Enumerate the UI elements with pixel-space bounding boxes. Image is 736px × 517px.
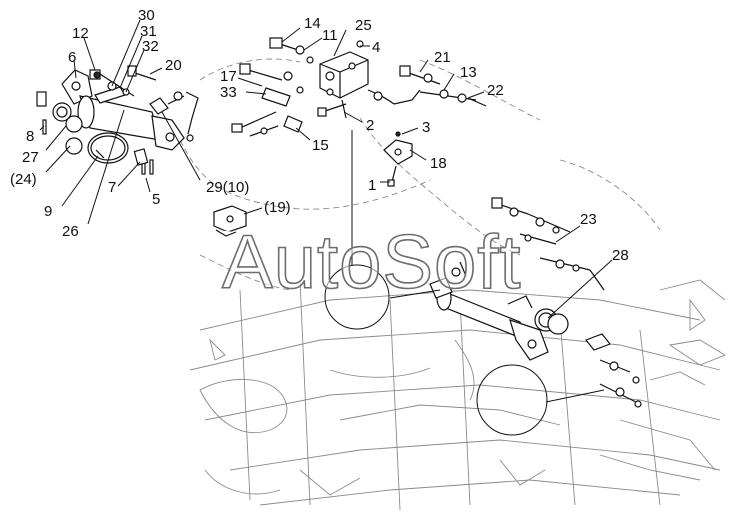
callout-17: 17 xyxy=(220,68,237,85)
callout-4: 4 xyxy=(372,39,380,56)
callout-9: 9 xyxy=(44,203,52,220)
callout-29-10: 29(10) xyxy=(206,179,249,196)
callout-25: 25 xyxy=(355,17,372,34)
callout-27: 27 xyxy=(22,149,39,166)
leader-lines xyxy=(39,19,613,319)
callout-22: 22 xyxy=(487,82,504,99)
distribution-block xyxy=(213,37,487,237)
callout-13: 13 xyxy=(460,64,477,81)
callout-33: 33 xyxy=(220,84,237,101)
chassis-frame xyxy=(189,279,727,511)
callout-21: 21 xyxy=(434,49,451,66)
hydraulic-cylinder-left xyxy=(36,65,199,175)
callout-20: 20 xyxy=(165,57,182,74)
callout-1: 1 xyxy=(368,177,376,194)
callout-15: 15 xyxy=(312,137,329,154)
callout-12: 12 xyxy=(72,25,89,42)
callout-8: 8 xyxy=(26,128,34,145)
hose-routes xyxy=(179,58,661,291)
callout-2: 2 xyxy=(366,117,374,134)
callout-labels: 12 30 31 32 6 20 14 11 25 4 17 33 21 13 … xyxy=(10,7,629,264)
callout-11: 11 xyxy=(322,27,338,44)
callout-28: 28 xyxy=(612,247,629,264)
hydraulic-cylinder-right xyxy=(429,197,642,408)
callout-6: 6 xyxy=(68,49,76,66)
watermark-text: AutoSoft xyxy=(222,220,522,305)
callout-31: 31 xyxy=(140,23,157,40)
callout-19: (19) xyxy=(264,199,291,216)
callout-30: 30 xyxy=(138,7,155,24)
callout-26: 26 xyxy=(62,223,79,240)
callout-32: 32 xyxy=(142,38,159,55)
callout-3: 3 xyxy=(422,119,430,136)
callout-7: 7 xyxy=(108,179,116,196)
callout-14: 14 xyxy=(304,15,321,32)
callout-23: 23 xyxy=(580,211,597,228)
detail-markers xyxy=(324,130,605,436)
callout-18: 18 xyxy=(430,155,447,172)
callout-24: (24) xyxy=(10,171,37,188)
callout-5: 5 xyxy=(152,191,160,208)
